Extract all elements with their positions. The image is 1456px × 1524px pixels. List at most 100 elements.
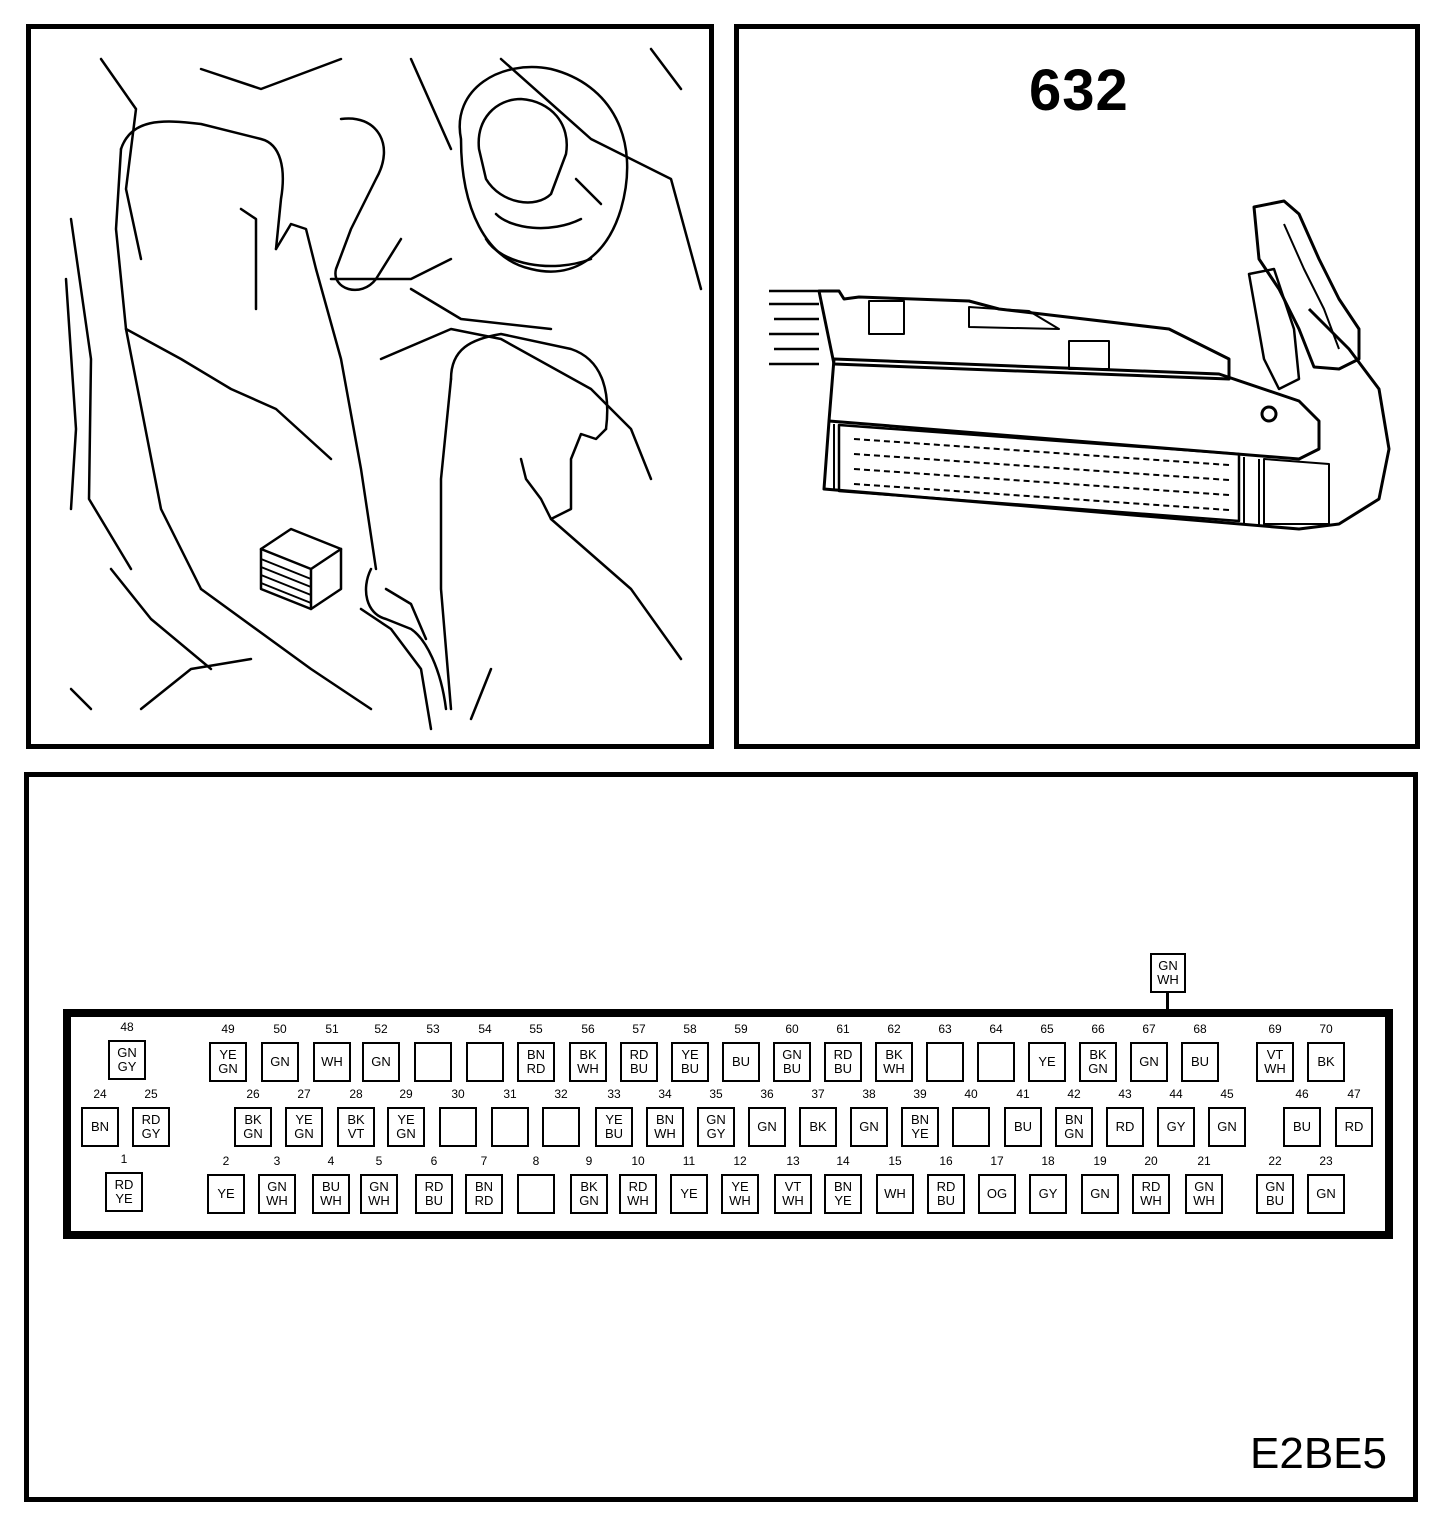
pin-number: 41 [1016, 1087, 1030, 1101]
pin-number: 32 [554, 1087, 568, 1101]
connector-pin: 64 [977, 1022, 1015, 1082]
control-module-illustration [769, 199, 1391, 531]
pin-number: 59 [734, 1022, 748, 1036]
wire-color-2: VT [347, 1126, 365, 1141]
pin-number: 64 [989, 1022, 1003, 1036]
component-illustration-panel: 632 [734, 24, 1420, 749]
pin-wire-color-box: GN [748, 1107, 786, 1147]
pin-number: 49 [221, 1022, 235, 1036]
pin-number: 37 [811, 1087, 825, 1101]
pin-number: 27 [297, 1087, 311, 1101]
pin-number: 69 [1268, 1022, 1282, 1036]
pin-number: 46 [1295, 1087, 1309, 1101]
pin-number: 68 [1193, 1022, 1207, 1036]
wire-color-1: YE [397, 1112, 415, 1127]
vehicle-interior-illustration [64, 47, 703, 731]
pin-number: 70 [1319, 1022, 1333, 1036]
pin-number: 44 [1169, 1087, 1183, 1101]
pin-wire-color-box: GY [1157, 1107, 1195, 1147]
pin-wire-color-box: YE [1028, 1042, 1066, 1082]
pin-wire-color-box: GN [850, 1107, 888, 1147]
pin-wire-color-box [491, 1107, 529, 1147]
wire-color-2: WH [883, 1061, 905, 1076]
pin-wire-color-box: GN [261, 1042, 299, 1082]
component-number: 632 [1029, 58, 1129, 123]
pin-number: 55 [529, 1022, 543, 1036]
pin-number: 30 [451, 1087, 465, 1101]
connector-pin: 31 [491, 1087, 529, 1147]
wire-color-1: BK [1317, 1054, 1335, 1069]
pin-number: 8 [532, 1154, 540, 1168]
pin-number: 65 [1040, 1022, 1054, 1036]
wire-color-2: GN [396, 1126, 416, 1141]
wire-color-2: WH [654, 1126, 676, 1141]
pin-number: 14 [836, 1154, 850, 1168]
wire-color-1: GN [1217, 1119, 1237, 1134]
pin-wire-color-box [466, 1042, 504, 1082]
pin-number: 35 [709, 1087, 723, 1101]
wire-color-1: RD [114, 1177, 134, 1192]
pin-wire-color-box: GY [1029, 1174, 1067, 1214]
wire-color-1: BK [885, 1047, 903, 1062]
pin-number: 34 [658, 1087, 672, 1101]
wire-color-1: BK [347, 1112, 365, 1127]
pin-number: 45 [1220, 1087, 1234, 1101]
wire-color-2: WH [782, 1193, 804, 1208]
pin-number: 6 [430, 1154, 438, 1168]
pin-wire-color-box: BU [1004, 1107, 1042, 1147]
pin-number: 40 [964, 1087, 978, 1101]
pin-number: 38 [862, 1087, 876, 1101]
wire-color-2: WH [627, 1193, 649, 1208]
pin-number: 24 [93, 1087, 107, 1101]
pin-number: 67 [1142, 1022, 1156, 1036]
wire-color-2: WH [577, 1061, 599, 1076]
wire-color-2: WH [1264, 1061, 1286, 1076]
wire-color-2: BU [833, 1061, 853, 1076]
pin-wire-color-box: BU [1283, 1107, 1321, 1147]
wire-color-1: RD [141, 1112, 161, 1127]
connector-pin: 53 [414, 1022, 452, 1082]
pin-number: 12 [733, 1154, 747, 1168]
wire-color-2: BU [680, 1061, 700, 1076]
wire-color-2: YE [115, 1191, 133, 1206]
wire-color-1: GY [1166, 1119, 1186, 1134]
pin-number: 57 [632, 1022, 646, 1036]
pin-number: 7 [480, 1154, 488, 1168]
pin-number: 19 [1093, 1154, 1107, 1168]
wire-color-1: BN [833, 1179, 853, 1194]
pin-wire-color-box [977, 1042, 1015, 1082]
wire-color-1: YE [295, 1112, 313, 1127]
wire-color-1: WH [884, 1186, 906, 1201]
pin-wire-color-box: WH [313, 1042, 351, 1082]
wire-color-1: BU [321, 1179, 341, 1194]
pin-number: 39 [913, 1087, 927, 1101]
